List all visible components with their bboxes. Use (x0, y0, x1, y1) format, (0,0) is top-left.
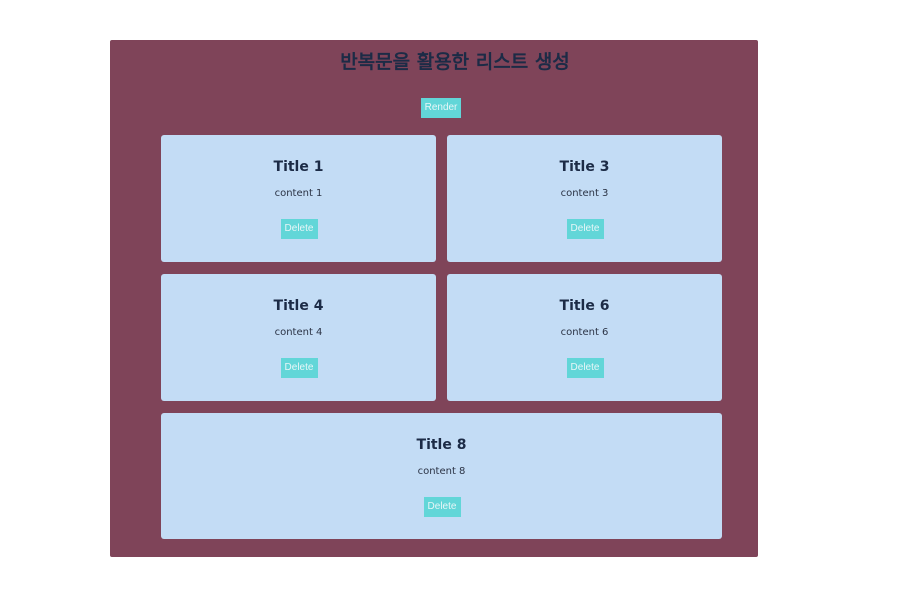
card-title: Title 1 (273, 159, 324, 175)
delete-button[interactable]: Delete (423, 497, 461, 517)
card-content: content 4 (274, 327, 323, 338)
delete-button[interactable]: Delete (566, 219, 604, 239)
delete-button[interactable]: Delete (566, 358, 604, 378)
card-content: content 1 (274, 188, 323, 199)
card-title: Title 3 (559, 159, 610, 175)
render-button[interactable]: Render (421, 98, 461, 118)
card-content: content 8 (417, 466, 466, 477)
card-content: content 6 (560, 327, 609, 338)
card-content: content 3 (560, 188, 609, 199)
card-item: Title 3 content 3 Delete (447, 135, 722, 262)
card-item: Title 6 content 6 Delete (447, 274, 722, 401)
card-title: Title 6 (559, 298, 610, 314)
delete-button[interactable]: Delete (280, 219, 318, 239)
delete-button[interactable]: Delete (280, 358, 318, 378)
card-item: Title 1 content 1 Delete (161, 135, 436, 262)
page-title: 반복문을 활용한 리스트 생성 (340, 51, 570, 73)
card-item: Title 8 content 8 Delete (161, 413, 722, 539)
card-item: Title 4 content 4 Delete (161, 274, 436, 401)
card-title: Title 4 (273, 298, 324, 314)
card-title: Title 8 (416, 437, 467, 453)
